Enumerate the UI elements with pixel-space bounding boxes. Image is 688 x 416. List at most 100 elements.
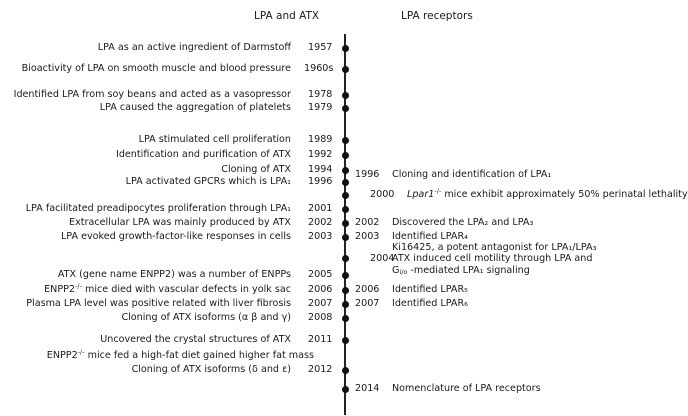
- timeline-dot: [341, 151, 349, 159]
- timeline-dot: [341, 166, 349, 174]
- event-year: 2003: [355, 231, 380, 242]
- event-year: 1996: [355, 169, 380, 180]
- event-year: 2005: [308, 269, 333, 280]
- event-text: LPA facilitated preadipocytes proliferat…: [25, 203, 291, 214]
- right-event-2003-line2: Ki16425, a potent antagonist for LPA₁/LP…: [0, 241, 681, 254]
- timeline-dot: [341, 336, 349, 344]
- left-event-2005: ATX (gene name ENPP2) was a number of EN…: [0, 268, 681, 281]
- left-event-2002: Extracellular LPA was mainly produced by…: [0, 216, 681, 229]
- event-text: LPA caused the aggregation of platelets: [99, 102, 291, 113]
- event-year: 2003: [308, 231, 333, 242]
- left-event-1994: Cloning of ATX 1994: [0, 163, 681, 176]
- left-event-1978: Identified LPA from soy beans and acted …: [0, 88, 681, 101]
- left-event-2012: Cloning of ATX isoforms (δ and ε) 2012: [0, 363, 681, 376]
- event-text: ENPP2-/- mice fed a high-fat diet gained…: [46, 348, 314, 361]
- event-text: Identified LPAR₅: [392, 284, 469, 295]
- event-text: Extracellular LPA was mainly produced by…: [69, 217, 291, 228]
- left-event-1992: Identification and purification of ATX 1…: [0, 148, 681, 161]
- timeline-dot: [341, 314, 349, 322]
- event-year: 2012: [308, 364, 333, 375]
- event-year: 1994: [308, 164, 333, 175]
- left-column-header: LPA and ATX: [254, 10, 320, 22]
- event-year: 1989: [308, 134, 333, 145]
- event-text: Identified LPA from soy beans and acted …: [13, 89, 291, 100]
- right-event-2007: 2007 Identified LPAR₆: [0, 297, 681, 310]
- timeline-dot: [341, 300, 349, 308]
- right-event-2004-line2: Gi/o -mediated LPA₁ signaling: [0, 264, 681, 277]
- event-year: 2001: [308, 203, 333, 214]
- right-event-2002: 2002 Discovered the LPA₂ and LPA₃: [0, 216, 681, 229]
- right-event-2004: 2004 ATX induced cell motility through L…: [0, 252, 681, 265]
- event-text: LPA evoked growth-factor-like responses …: [60, 231, 291, 242]
- timeline-dot: [341, 254, 349, 262]
- event-text: LPA stimulated cell proliferation: [138, 134, 291, 145]
- timeline-dot: [341, 366, 349, 374]
- left-event-1957: LPA as an active ingredient of Darmstoff…: [0, 41, 681, 54]
- left-event-2006: ENPP2-/- mice died with vascular defects…: [0, 283, 681, 296]
- event-year: 2007: [308, 298, 333, 309]
- timeline-dot: [341, 385, 349, 393]
- event-text: Identification and purification of ATX: [115, 149, 291, 160]
- event-text: Plasma LPA level was positive related wi…: [26, 298, 291, 309]
- event-text: Cloning and identification of LPA₁: [392, 169, 552, 180]
- event-text: LPA as an active ingredient of Darmstoff: [97, 42, 291, 53]
- event-year: 1978: [308, 89, 333, 100]
- timeline-dot: [341, 219, 349, 227]
- event-year: 2002: [355, 217, 380, 228]
- timeline-dot: [341, 44, 349, 52]
- event-year: 2002: [308, 217, 333, 228]
- timeline-dot: [341, 91, 349, 99]
- event-year: 2004: [370, 253, 395, 264]
- left-event-2008: Cloning of ATX isoforms (α β and γ) 2008: [0, 311, 681, 324]
- event-year: 2008: [308, 312, 333, 323]
- event-text: Cloning of ATX isoforms (δ and ε): [131, 364, 291, 375]
- left-event-1989: LPA stimulated cell proliferation 1989: [0, 133, 681, 146]
- right-column-header: LPA receptors: [401, 10, 473, 22]
- event-text: Gi/o -mediated LPA₁ signaling: [392, 265, 530, 276]
- event-text: Lpar1-/- mice exhibit approximately 50% …: [407, 187, 688, 200]
- event-text: Cloning of ATX: [221, 164, 291, 175]
- right-event-2000: 2000 Lpar1-/- mice exhibit approximately…: [0, 188, 688, 201]
- timeline-dot: [341, 286, 349, 294]
- event-text: Nomenclature of LPA receptors: [392, 383, 541, 394]
- event-year: 1957: [308, 42, 333, 53]
- right-event-2003: 2003 Identified LPAR₄: [0, 230, 681, 243]
- left-event-1979: LPA caused the aggregation of platelets …: [0, 101, 681, 114]
- event-text: ENPP2-/- mice died with vascular defects…: [44, 282, 291, 295]
- event-year: 2007: [355, 298, 380, 309]
- event-text: Ki16425, a potent antagonist for LPA₁/LP…: [392, 242, 597, 253]
- event-year: 2014: [355, 383, 380, 394]
- left-event-1996: LPA activated GPCRs which is LPA₁ 1996: [0, 175, 681, 188]
- event-year: 1960s: [304, 63, 334, 74]
- event-year: 2011: [308, 334, 333, 345]
- left-event-2001: LPA facilitated preadipocytes proliferat…: [0, 202, 681, 215]
- right-event-2014: 2014 Nomenclature of LPA receptors: [0, 382, 681, 395]
- event-text: Bioactivity of LPA on smooth muscle and …: [21, 63, 291, 74]
- event-year: 1979: [308, 102, 333, 113]
- left-event-2007: Plasma LPA level was positive related wi…: [0, 297, 681, 310]
- timeline-dot: [341, 271, 349, 279]
- timeline-dot: [341, 65, 349, 73]
- event-text: Discovered the LPA₂ and LPA₃: [392, 217, 534, 228]
- event-text: ATX (gene name ENPP2) was a number of EN…: [57, 269, 291, 280]
- timeline-dot: [341, 178, 349, 186]
- timeline-dot: [341, 233, 349, 241]
- event-text: Identified LPAR₆: [392, 298, 469, 309]
- right-event-1996: 1996 Cloning and identification of LPA₁: [0, 168, 681, 181]
- left-event-enpp2-fat: ENPP2-/- mice fed a high-fat diet gained…: [0, 349, 681, 362]
- timeline-dot: [341, 205, 349, 213]
- event-year: 1996: [308, 176, 333, 187]
- timeline-dot: [341, 191, 349, 199]
- event-text: ATX induced cell motility through LPA an…: [392, 253, 593, 264]
- event-year: 2006: [308, 284, 333, 295]
- event-text: LPA activated GPCRs which is LPA₁: [125, 176, 291, 187]
- event-year: 1992: [308, 149, 333, 160]
- timeline-dot: [341, 136, 349, 144]
- left-event-2003: LPA evoked growth-factor-like responses …: [0, 230, 681, 243]
- event-text: Cloning of ATX isoforms (α β and γ): [121, 312, 291, 323]
- event-year: 2000: [370, 189, 395, 200]
- left-event-1960s: Bioactivity of LPA on smooth muscle and …: [0, 62, 681, 75]
- right-event-2006: 2006 Identified LPAR₅: [0, 283, 681, 296]
- event-year: 2006: [355, 284, 380, 295]
- event-text: Identified LPAR₄: [392, 231, 469, 242]
